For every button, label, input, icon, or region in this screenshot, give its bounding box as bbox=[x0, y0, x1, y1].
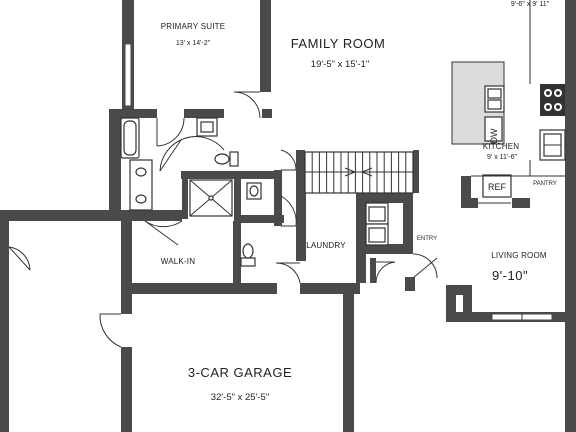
kitchen-island bbox=[451, 61, 505, 145]
room-labels: 9'-6" x 9' 11" PRIMARY SUITE 13' x 14'-2… bbox=[161, 1, 557, 403]
living-room-dims: 9'-10" bbox=[492, 268, 528, 283]
bath-fixtures bbox=[120, 117, 262, 267]
top-right-room-dims: 9'-6" x 9' 11" bbox=[511, 1, 550, 8]
garage-dims: 32'-5" x 25'-5" bbox=[211, 392, 269, 403]
living-room-label: LIVING ROOM bbox=[491, 251, 547, 260]
door-swings bbox=[8, 91, 511, 348]
counters bbox=[471, 0, 565, 177]
laundry-label: LAUNDRY bbox=[306, 241, 346, 250]
refrigerator-label: REF bbox=[488, 182, 507, 192]
entry-label: ENTRY bbox=[417, 236, 437, 242]
living-room-window bbox=[491, 313, 553, 321]
family-room-label: FAMILY ROOM bbox=[291, 36, 386, 51]
staircase bbox=[304, 151, 414, 194]
kitchen-label: KITCHEN bbox=[483, 142, 520, 151]
garage-label: 3-CAR GARAGE bbox=[188, 365, 292, 380]
family-room-dims: 19'-5" x 15'-1" bbox=[311, 59, 369, 70]
primary-suite-label: PRIMARY SUITE bbox=[161, 22, 226, 31]
laundry-appliances bbox=[365, 202, 389, 246]
pantry-label: PANTRY bbox=[533, 181, 557, 187]
primary-suite-dims: 13' x 14'-2" bbox=[176, 40, 211, 47]
kitchen-sink-right bbox=[539, 129, 566, 161]
dishwasher-label: DW bbox=[489, 128, 499, 143]
kitchen-dims: 9' x 11'-6" bbox=[487, 154, 517, 161]
range-cooktop bbox=[540, 84, 565, 116]
walk-in-label: WALK-IN bbox=[161, 257, 195, 266]
refrigerator bbox=[482, 174, 512, 198]
